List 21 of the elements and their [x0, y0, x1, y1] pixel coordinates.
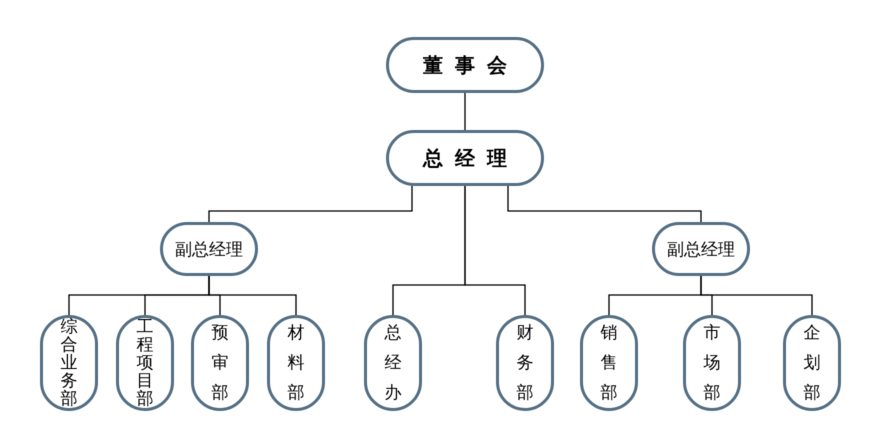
node-label: 副总经理: [175, 238, 243, 260]
connector-line: [208, 276, 297, 315]
connector-line: [208, 186, 413, 222]
role-box: [160, 222, 258, 276]
node-label: 销售部: [600, 322, 618, 405]
role-box: [652, 222, 750, 276]
node-label: 总经办: [384, 322, 402, 405]
node-label: 综合业务部: [60, 318, 78, 408]
node-label: 财务部: [516, 322, 534, 405]
node-label: 市场部: [703, 322, 721, 405]
node-label: 副总经理: [667, 238, 735, 260]
connector-line: [464, 93, 466, 130]
node-label: 材料部: [287, 322, 305, 405]
node-label: 预审部: [211, 322, 229, 405]
node-label: 企划部: [803, 322, 821, 405]
node-label: 工程项目部: [136, 318, 154, 408]
node-label: 总经理: [423, 144, 519, 172]
node-label: 董事会: [423, 52, 519, 78]
connector-line: [700, 276, 813, 315]
connector-line: [464, 186, 526, 315]
connector-line: [507, 186, 702, 222]
